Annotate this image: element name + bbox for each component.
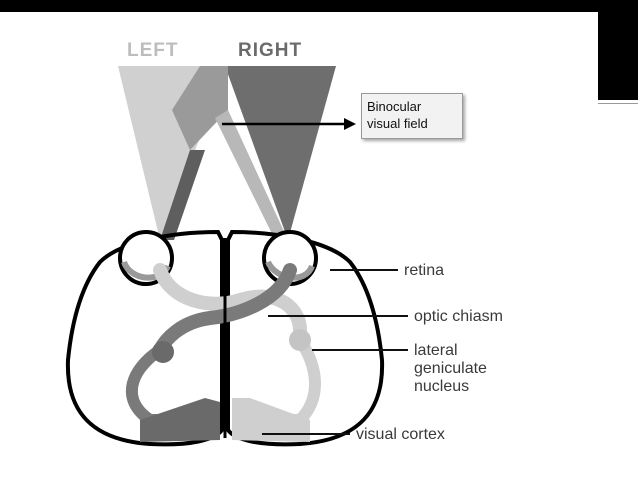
lgn-label-line-1: lateral <box>414 342 458 359</box>
lgn-label: lateral geniculate nucleus <box>414 342 487 396</box>
binocular-callout: Binocular visual field <box>361 93 463 139</box>
callout-line-2: visual field <box>367 116 428 131</box>
optic-chiasm-label: optic chiasm <box>414 308 503 325</box>
left-visual-cortex <box>140 398 220 442</box>
cross-left-ray <box>215 110 288 240</box>
left-pathway <box>153 263 307 337</box>
lgn-label-line-3: nucleus <box>414 378 470 395</box>
left-field-label: LEFT <box>127 40 179 61</box>
callout-line-1: Binocular <box>367 99 422 114</box>
lgn-label-line-2: geniculate <box>414 360 487 377</box>
slide-corner-block <box>598 12 638 100</box>
right-hemisphere-outline <box>226 229 385 447</box>
right-pathway <box>153 263 297 357</box>
right-lgn <box>289 329 311 351</box>
binocular-overlap <box>172 66 228 150</box>
retina-label: retina <box>404 262 445 279</box>
left-lgn <box>152 341 174 363</box>
cross-right-ray <box>160 150 205 240</box>
slide-top-bar <box>0 0 638 12</box>
right-visual-cortex <box>232 398 310 442</box>
slide-corner-line <box>598 103 638 104</box>
binocular-arrow-head <box>344 118 356 130</box>
visual-cortex-label: visual cortex <box>356 426 445 443</box>
right-visual-field <box>225 66 336 240</box>
right-field-label: RIGHT <box>238 40 303 61</box>
